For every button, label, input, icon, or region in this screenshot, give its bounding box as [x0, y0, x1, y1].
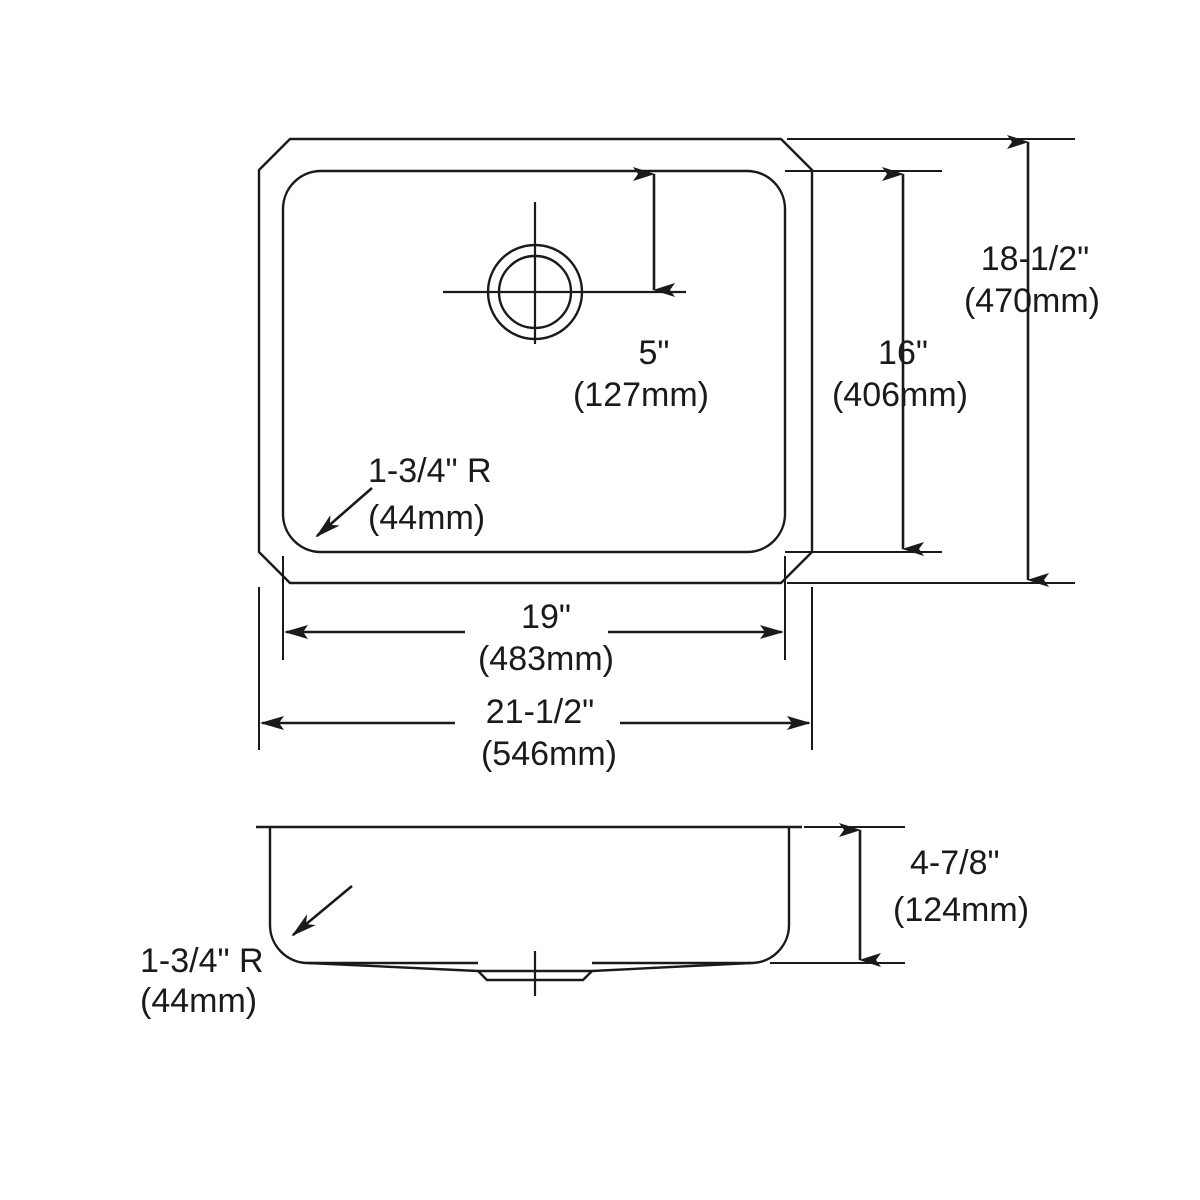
side-view-bowl-profile — [268, 827, 478, 965]
sink-inner-bowl-outline — [281, 169, 787, 554]
corner-radius-label-imperial: 1-3/4" R — [368, 452, 492, 490]
overall-front-to-back-label-metric: (470mm) — [964, 282, 1100, 320]
side-bowl-depth-label-metric: (124mm) — [893, 891, 1029, 929]
bowl-width-label-imperial: 19" — [521, 598, 571, 636]
side-section-view-group — [256, 823, 905, 996]
corner-radius-leader-line — [315, 487, 373, 538]
drain-offset-label-imperial: 5" — [639, 334, 670, 372]
sink-outer-rim-outline — [257, 137, 814, 585]
drain-offset-label-metric: (127mm) — [573, 376, 709, 414]
side-corner-radius-label-metric: (44mm) — [140, 982, 257, 1020]
overall-width-label-imperial: 21-1/2" — [486, 693, 594, 731]
bowl-front-to-back-label-metric: (406mm) — [832, 376, 968, 414]
overall-front-to-back-label-imperial: 18-1/2" — [981, 240, 1089, 278]
side-corner-radius-label-imperial: 1-3/4" R — [140, 942, 264, 980]
bowl-width-label-metric: (483mm) — [478, 640, 614, 678]
side-view-bowl-bottom-right — [591, 961, 752, 973]
top-view-group — [257, 135, 1075, 750]
overall-width-label-metric: (546mm) — [481, 735, 617, 773]
side-corner-radius-leader-line — [291, 884, 353, 937]
side-view-bowl-profile-right — [592, 827, 791, 965]
side-bowl-depth-label-imperial: 4-7/8" — [910, 844, 1000, 882]
bowl-front-to-back-label-imperial: 16" — [878, 334, 928, 372]
corner-radius-label-metric: (44mm) — [368, 499, 485, 537]
dimension-labels: 5" (127mm) 16" (406mm) 18-1/2" (470mm) 1… — [140, 240, 1100, 1020]
side-view-bowl-bottom-left — [307, 961, 479, 973]
